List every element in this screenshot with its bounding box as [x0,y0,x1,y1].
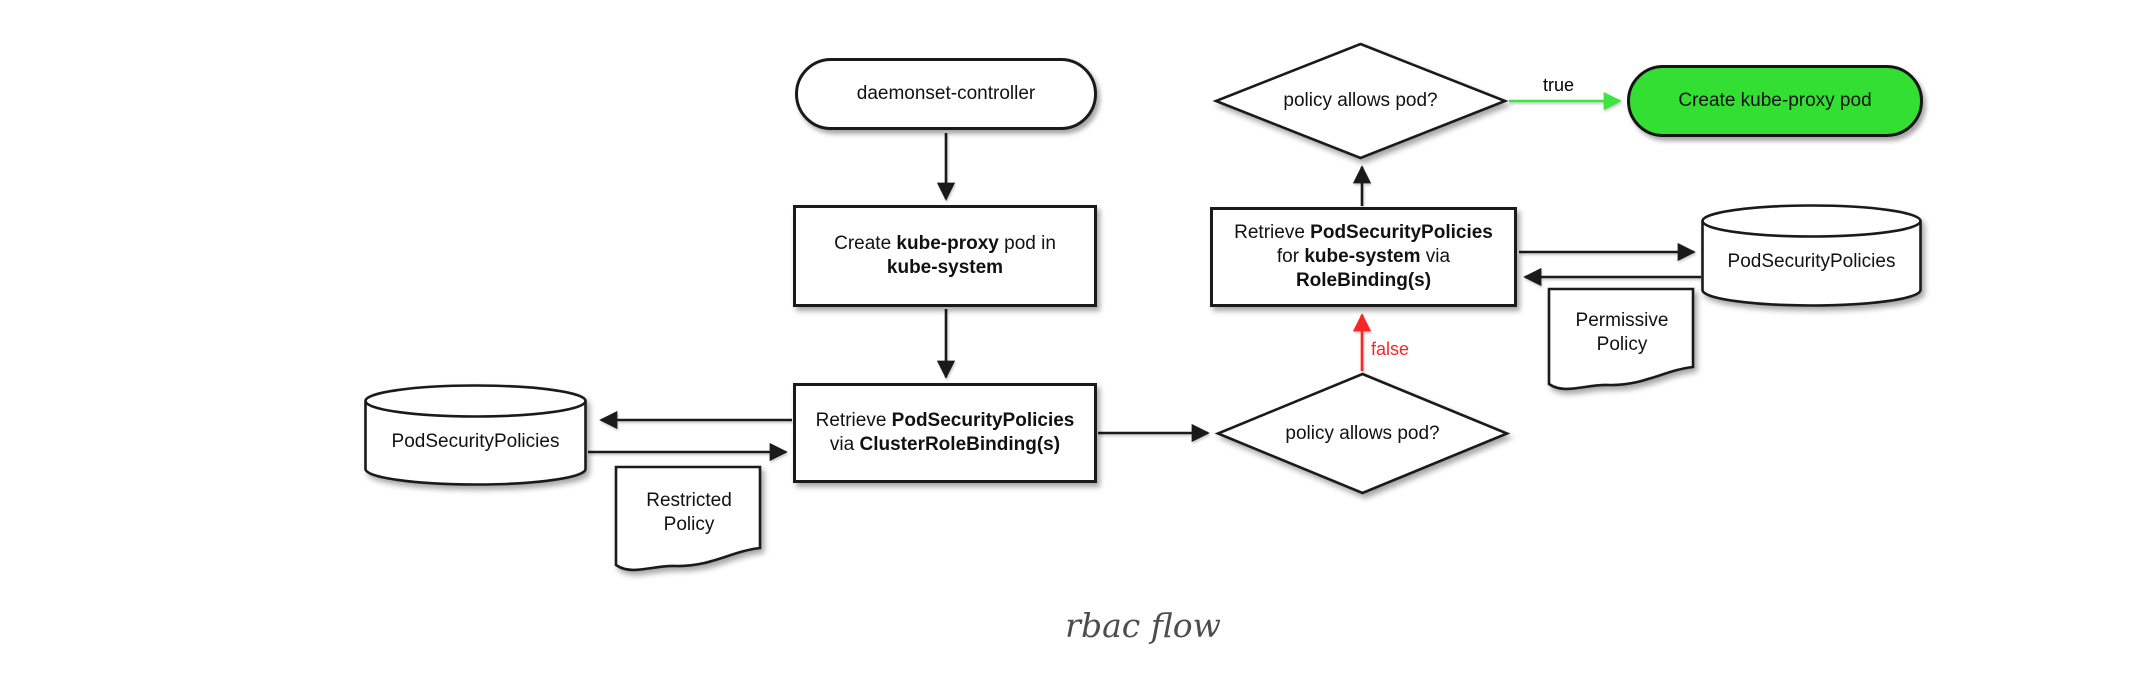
policy-decision-upper-label: policy allows pod? [1283,90,1438,111]
document-icon [614,465,762,572]
retrieve-cluster-line2: via ClusterRoleBinding(s) [829,434,1061,455]
retrieve-rolebinding-step: Retrieve PodSecurityPolicies for kube-sy… [1210,207,1517,307]
create-final-label: Create kube-proxy pod [1678,90,1872,111]
restricted-policy-line2: Policy [663,514,715,535]
diagram-caption: rbac flow [1065,606,1221,645]
create-kube-proxy-pod-terminal: Create kube-proxy pod [1627,65,1923,137]
create-pod-line2: kube-system [886,257,1004,278]
database-cylinder-icon [1701,204,1922,307]
retrieve-role-line3: RoleBinding(s) [1295,270,1432,291]
policy-decision-lower: policy allows pod? [1214,372,1511,495]
permissive-policy-line2: Policy [1596,334,1648,355]
document-icon [1547,287,1695,391]
psp-left-label: PodSecurityPolicies [391,431,560,452]
podsecuritypolicies-db-left: PodSecurityPolicies [363,383,588,487]
restricted-policy-line1: Restricted [646,490,732,511]
restricted-policy-doc: Restricted Policy [614,465,764,577]
create-pod-step: Create kube-proxy pod in kube-system [793,205,1097,307]
policy-decision-upper: policy allows pod? [1212,42,1509,160]
policy-decision-lower-label: policy allows pod? [1285,422,1440,444]
false-edge-label: false [1371,339,1410,359]
decision-diamond-icon [1214,372,1511,495]
retrieve-cluster-line1: Retrieve PodSecurityPolicies [815,410,1075,431]
permissive-policy-line1: Permissive [1575,310,1669,331]
podsecuritypolicies-db-right: PodSecurityPolicies [1700,203,1923,308]
database-cylinder-icon [364,384,587,486]
create-pod-line1: Create kube-proxy pod in [834,233,1056,254]
true-edge-label: true [1543,75,1575,95]
daemonset-controller-label: daemonset-controller [856,83,1036,104]
psp-right-label: PodSecurityPolicies [1727,251,1896,272]
retrieve-clusterrolebinding-step: Retrieve PodSecurityPolicies via Cluster… [793,383,1097,483]
decision-diamond-icon [1212,42,1509,160]
permissive-policy-doc: Permissive Policy [1547,287,1697,395]
daemonset-controller-node: daemonset-controller [795,58,1097,130]
retrieve-role-line2: for kube-system via [1276,246,1451,267]
retrieve-role-line1: Retrieve PodSecurityPolicies [1234,222,1493,243]
